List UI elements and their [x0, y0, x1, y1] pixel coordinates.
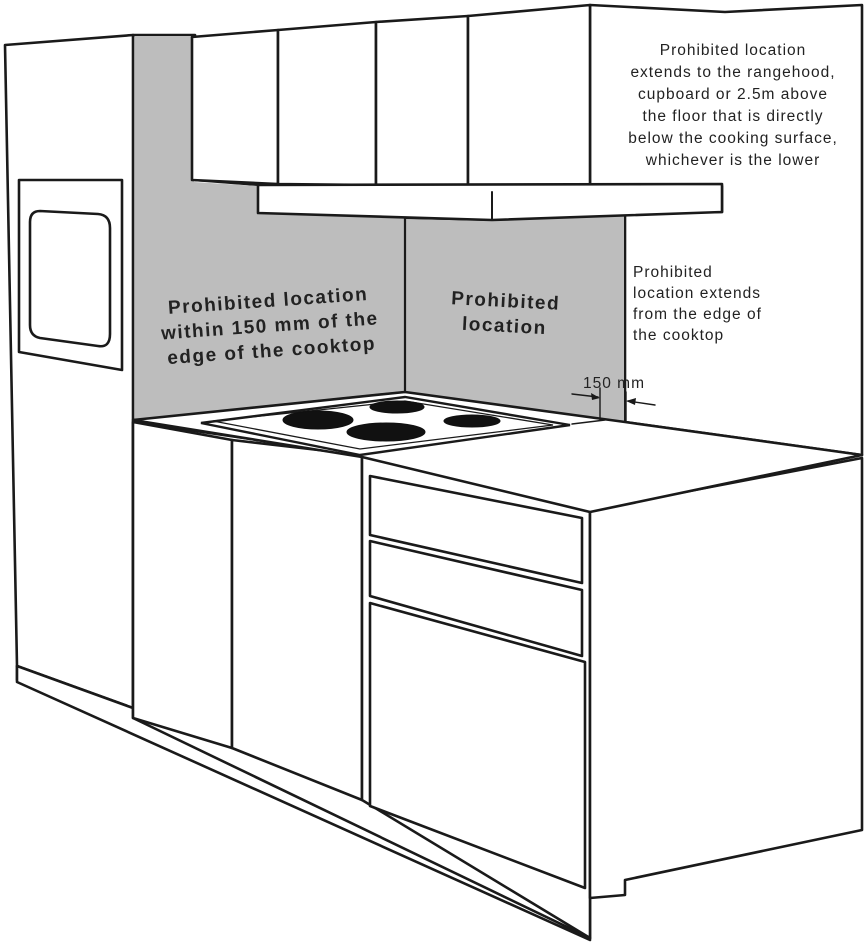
top-note-line-6: whichever is the lower [645, 152, 820, 169]
rangehood [256, 182, 724, 222]
upper-cupboards [190, 3, 592, 188]
dimension-label: 150 mm [583, 375, 645, 392]
cupboard-door [368, 601, 587, 890]
right-note-line-1: Prohibited [633, 264, 713, 281]
right-note-line-3: from the edge of [633, 306, 762, 323]
top-note-line-1: Prohibited location [660, 42, 807, 59]
oven-window [28, 209, 112, 348]
right-note: Prohibited location extends from the edg… [633, 264, 762, 344]
burner-rear-left [282, 410, 354, 430]
drawer-middle [368, 539, 584, 658]
right-note-line-4: the cooktop [633, 327, 724, 344]
top-note-line-2: extends to the rangehood, [630, 64, 835, 81]
prohibited-zones [135, 36, 624, 421]
top-note: Prohibited location extends to the range… [628, 42, 838, 169]
top-note-line-3: cupboard or 2.5m above [638, 86, 828, 103]
drawer-top [368, 474, 584, 585]
burner-right [443, 414, 501, 428]
base-cabinets [15, 420, 864, 942]
prohibited-zone-centre [406, 214, 624, 421]
centre-zone-label-line-2: location [461, 314, 547, 339]
dimension-150mm: 150 mm [571, 375, 656, 425]
tall-oven-cabinet [3, 33, 135, 710]
cooktop [200, 395, 571, 457]
burner-front [346, 422, 426, 442]
top-note-line-4: the floor that is directly [642, 108, 823, 125]
burner-rear-centre [369, 400, 425, 414]
prohibited-zone-side [135, 36, 404, 419]
right-note-line-2: location extends [633, 285, 761, 302]
top-note-line-5: below the cooking surface, [628, 130, 838, 147]
